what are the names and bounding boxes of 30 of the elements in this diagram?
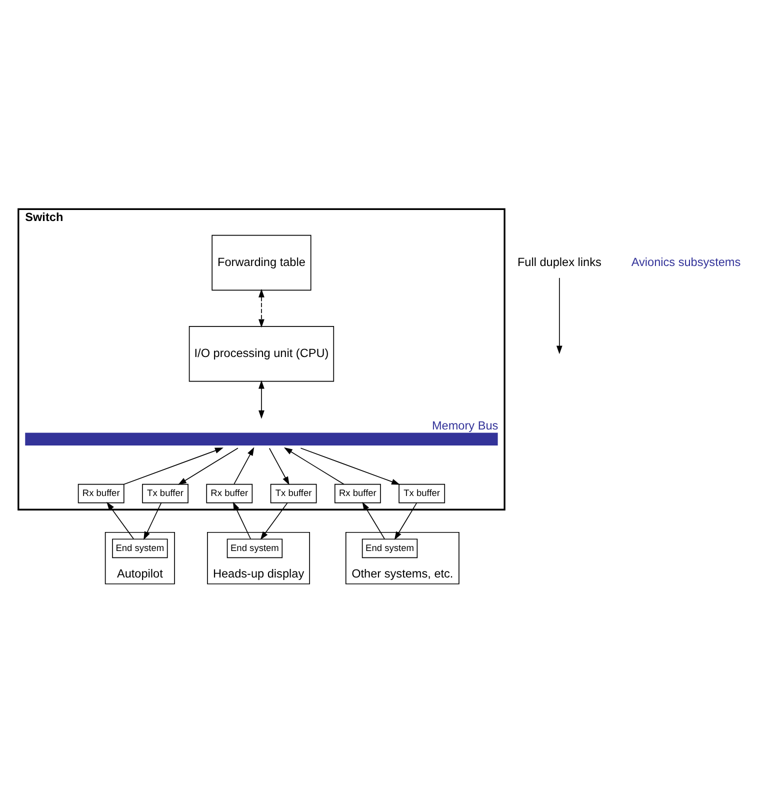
arrow	[234, 446, 254, 484]
arrow	[300, 447, 400, 484]
arrow	[232, 501, 251, 539]
node-box: Rx buffer	[334, 483, 381, 503]
node-label: Memory Bus	[432, 418, 498, 432]
node-box: Tx buffer	[398, 483, 446, 503]
arrow	[106, 501, 134, 539]
node-box: End system	[226, 538, 283, 558]
node-text: Full duplex links	[517, 254, 602, 268]
arrow	[268, 447, 290, 485]
arrow	[178, 447, 238, 484]
label: Avionics subsystems	[631, 254, 741, 268]
node-box: I/O processing unit (CPU)	[188, 326, 334, 382]
node-box: Forwarding table	[212, 234, 312, 290]
node-box: Tx buffer	[142, 483, 188, 503]
node-box: Tx buffer	[270, 483, 317, 503]
arrow	[394, 502, 418, 540]
arrow	[260, 502, 288, 540]
arrow	[362, 501, 385, 539]
arrow	[556, 277, 562, 354]
node-box: Rx buffer	[206, 483, 253, 503]
node-box: Rx buffer	[78, 483, 124, 503]
arrow	[124, 447, 224, 484]
node-box: End system	[112, 538, 168, 558]
arrow	[258, 380, 264, 418]
arrow	[144, 502, 162, 540]
arrow	[284, 446, 344, 484]
arrow	[258, 288, 264, 328]
node-box: End system	[362, 538, 418, 558]
node-bar	[25, 432, 498, 445]
